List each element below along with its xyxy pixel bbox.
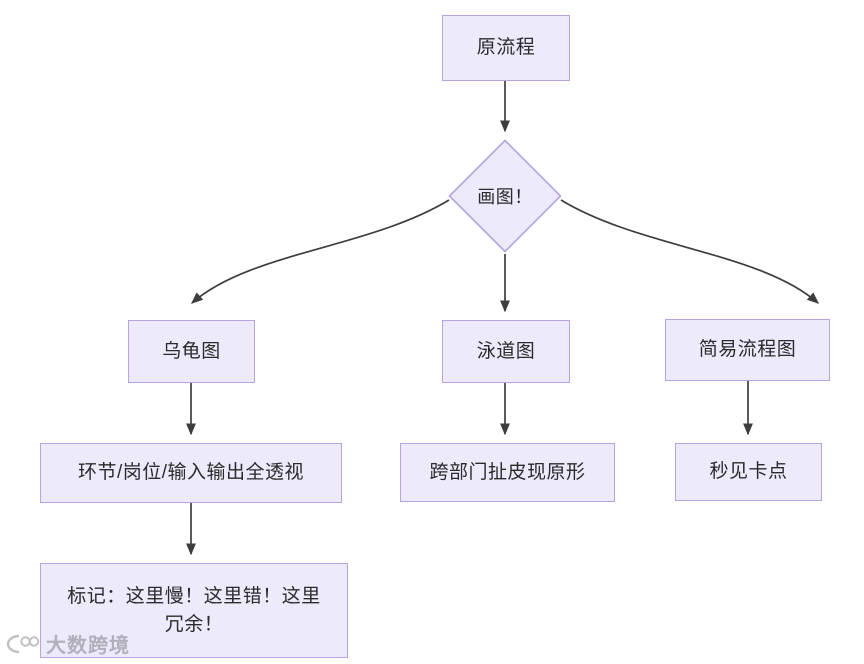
node-cross-department[interactable]: 跨部门扯皮现原形 [400, 443, 615, 502]
node-label: 环节/岗位/输入输出全透视 [77, 462, 305, 484]
edge-n2-n3 [190, 199, 450, 304]
node-label: 乌龟图 [162, 340, 221, 362]
node-instant-bottleneck[interactable]: 秒见卡点 [675, 443, 822, 501]
node-label: 画图！ [477, 187, 533, 207]
node-swimlane-diagram[interactable]: 泳道图 [442, 320, 570, 383]
diamond-shape [448, 139, 562, 253]
node-label: 原流程 [476, 37, 536, 59]
node-label: 泳道图 [476, 340, 536, 362]
node-simple-flowchart[interactable]: 简易流程图 [665, 319, 830, 381]
watermark-logo-icon [6, 633, 40, 655]
node-draw-diagram[interactable]: 画图！ [448, 139, 562, 253]
edge-n2-n5 [560, 199, 820, 304]
node-mark-issues[interactable]: 标记：这里慢！这里错！这里冗余！ [40, 563, 348, 658]
node-label: 标记：这里慢！这里错！这里冗余！ [67, 585, 321, 635]
node-original-process[interactable]: 原流程 [442, 15, 570, 81]
node-label: 秒见卡点 [709, 461, 788, 483]
node-label: 简易流程图 [698, 339, 797, 361]
node-full-perspective[interactable]: 环节/岗位/输入输出全透视 [40, 443, 342, 503]
node-label: 跨部门扯皮现原形 [429, 461, 586, 483]
node-turtle-diagram[interactable]: 乌龟图 [128, 320, 255, 383]
